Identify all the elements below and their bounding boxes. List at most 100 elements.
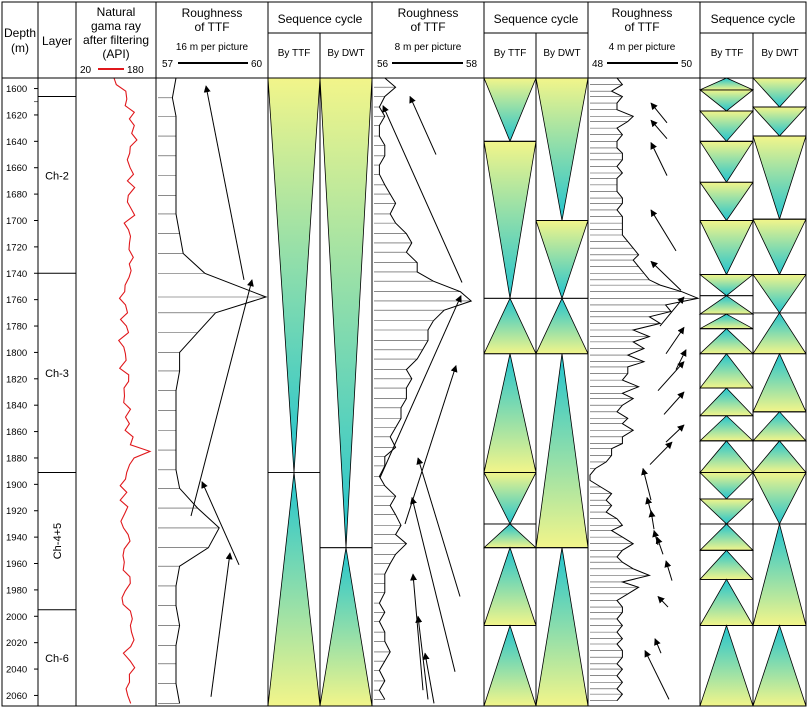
trend-arrow (190, 279, 254, 517)
cycle-triangle (752, 106, 807, 137)
depth-tick-label: 1660 (6, 163, 27, 174)
trend-arrow (410, 573, 424, 691)
trend-arrow (665, 424, 685, 443)
trend-arrow (663, 391, 685, 415)
cycle-triangle (699, 472, 754, 500)
roughness-16m-curve (171, 77, 268, 704)
trend-arrow (664, 560, 673, 581)
layer-label: Ch-3 (45, 368, 69, 380)
gamma-header: Natural gama ray after filtering (API) 2… (80, 5, 149, 76)
cycle-triangle (699, 578, 754, 626)
trend-arrows (190, 85, 687, 704)
cycle-triangle (535, 547, 589, 707)
depth-tick-label: 1940 (6, 533, 27, 544)
gamma-header-line2: gama ray (91, 19, 141, 33)
trend-arrow (203, 85, 245, 280)
cycle-triangle (698, 274, 755, 297)
sequence-8m-header: Sequence cycle By TTF By DWT (494, 12, 581, 59)
depth-tick-label: 1880 (6, 453, 27, 464)
roughness-4m-scale-min: 48 (592, 59, 604, 70)
sequence-8m-title: Sequence cycle (494, 12, 579, 26)
trend-arrow (659, 296, 685, 327)
roughness-4m-title-line2: of TTF (624, 20, 659, 34)
sequence-4m-by-dwt: By DWT (761, 48, 798, 59)
cycle-triangle (483, 472, 537, 525)
cycle-triangle (483, 297, 537, 355)
cycle-triangle (267, 77, 321, 473)
roughness-8m-window: 8 m per picture (395, 42, 462, 53)
cycle-triangle (752, 440, 807, 473)
roughness-16m-window: 16 m per picture (176, 42, 249, 53)
cycle-triangle (752, 312, 807, 355)
depth-tick-label: 2060 (6, 691, 27, 702)
depth-tick-label: 1760 (6, 295, 27, 306)
roughness-4m-curve (589, 77, 700, 702)
trend-arrow (644, 649, 670, 700)
roughness-8m-title-line1: Roughness (398, 6, 459, 20)
roughness-16m-scale-max: 60 (251, 59, 263, 70)
depth-header-line2: (m) (11, 41, 29, 55)
depth-tick-label: 1740 (6, 269, 27, 280)
cycle-triangles (267, 77, 807, 707)
cycle-triangle (483, 353, 537, 473)
cycle-triangle (319, 547, 373, 707)
cycle-triangle (699, 549, 754, 580)
trend-arrow (675, 349, 687, 370)
depth-tick-label: 1700 (6, 216, 27, 227)
trend-arrow (657, 595, 669, 608)
cycle-triangle (752, 624, 807, 707)
roughness-curves (158, 77, 700, 704)
gamma-scale-min: 20 (80, 65, 92, 76)
roughness-16m-title-line1: Roughness (182, 6, 243, 20)
cycle-triangle (752, 352, 807, 413)
depth-tick-label: 1720 (6, 242, 27, 253)
roughness-4m-window: 4 m per picture (609, 42, 676, 53)
cycle-triangle (699, 220, 754, 276)
trend-arrow (648, 510, 656, 530)
cycle-triangle (535, 220, 589, 300)
roughness-4m-title-line1: Roughness (612, 6, 673, 20)
cycle-triangle (698, 415, 755, 442)
depth-tick-label: 1640 (6, 137, 27, 148)
trend-arrow (379, 295, 462, 478)
cycle-triangle (699, 440, 754, 473)
cycle-triangle (752, 135, 807, 221)
trend-arrow (654, 638, 662, 654)
trend-arrow (655, 536, 664, 555)
depth-tick-label: 1900 (6, 480, 27, 491)
cycle-triangle (752, 522, 807, 626)
cycle-triangle (482, 523, 538, 549)
depth-tick-label: 1620 (6, 110, 27, 121)
roughness-8m-header: Roughness of TTF 8 m per picture 56 58 (377, 6, 478, 70)
trend-arrow (201, 481, 240, 566)
trend-arrow (650, 119, 668, 140)
sequence-8m-by-ttf: By TTF (494, 48, 527, 59)
cycle-triangle (483, 546, 537, 626)
depth-tick-label: 1860 (6, 427, 27, 438)
trend-arrow (410, 496, 456, 672)
depth-tick-label: 1800 (6, 348, 27, 359)
roughness-16m-title-line2: of TTF (194, 20, 229, 34)
cycle-triangle (699, 181, 754, 222)
trend-arrow (416, 457, 461, 597)
cycle-triangle (699, 313, 754, 330)
depth-tick-label: 2020 (6, 638, 27, 649)
depth-tick-label: 1840 (6, 401, 27, 412)
layer-label: Ch-6 (45, 653, 69, 665)
layer-label: Ch-4+5 (52, 523, 64, 559)
trend-arrow (382, 105, 463, 283)
cycle-triangle (698, 295, 755, 315)
depth-tick-label: 2040 (6, 665, 27, 676)
cycle-triangle (698, 89, 755, 112)
cycle-triangle (699, 77, 754, 91)
depth-tick-label: 1780 (6, 322, 27, 333)
cycle-triangle (535, 77, 589, 221)
roughness-16m-header: Roughness of TTF 16 m per picture 57 60 (162, 6, 263, 70)
sequence-16m-title: Sequence cycle (278, 12, 363, 26)
sequence-16m-by-dwt: By DWT (327, 48, 364, 59)
gamma-header-line1: Natural (97, 5, 136, 19)
roughness-8m-scale-max: 58 (466, 59, 478, 70)
